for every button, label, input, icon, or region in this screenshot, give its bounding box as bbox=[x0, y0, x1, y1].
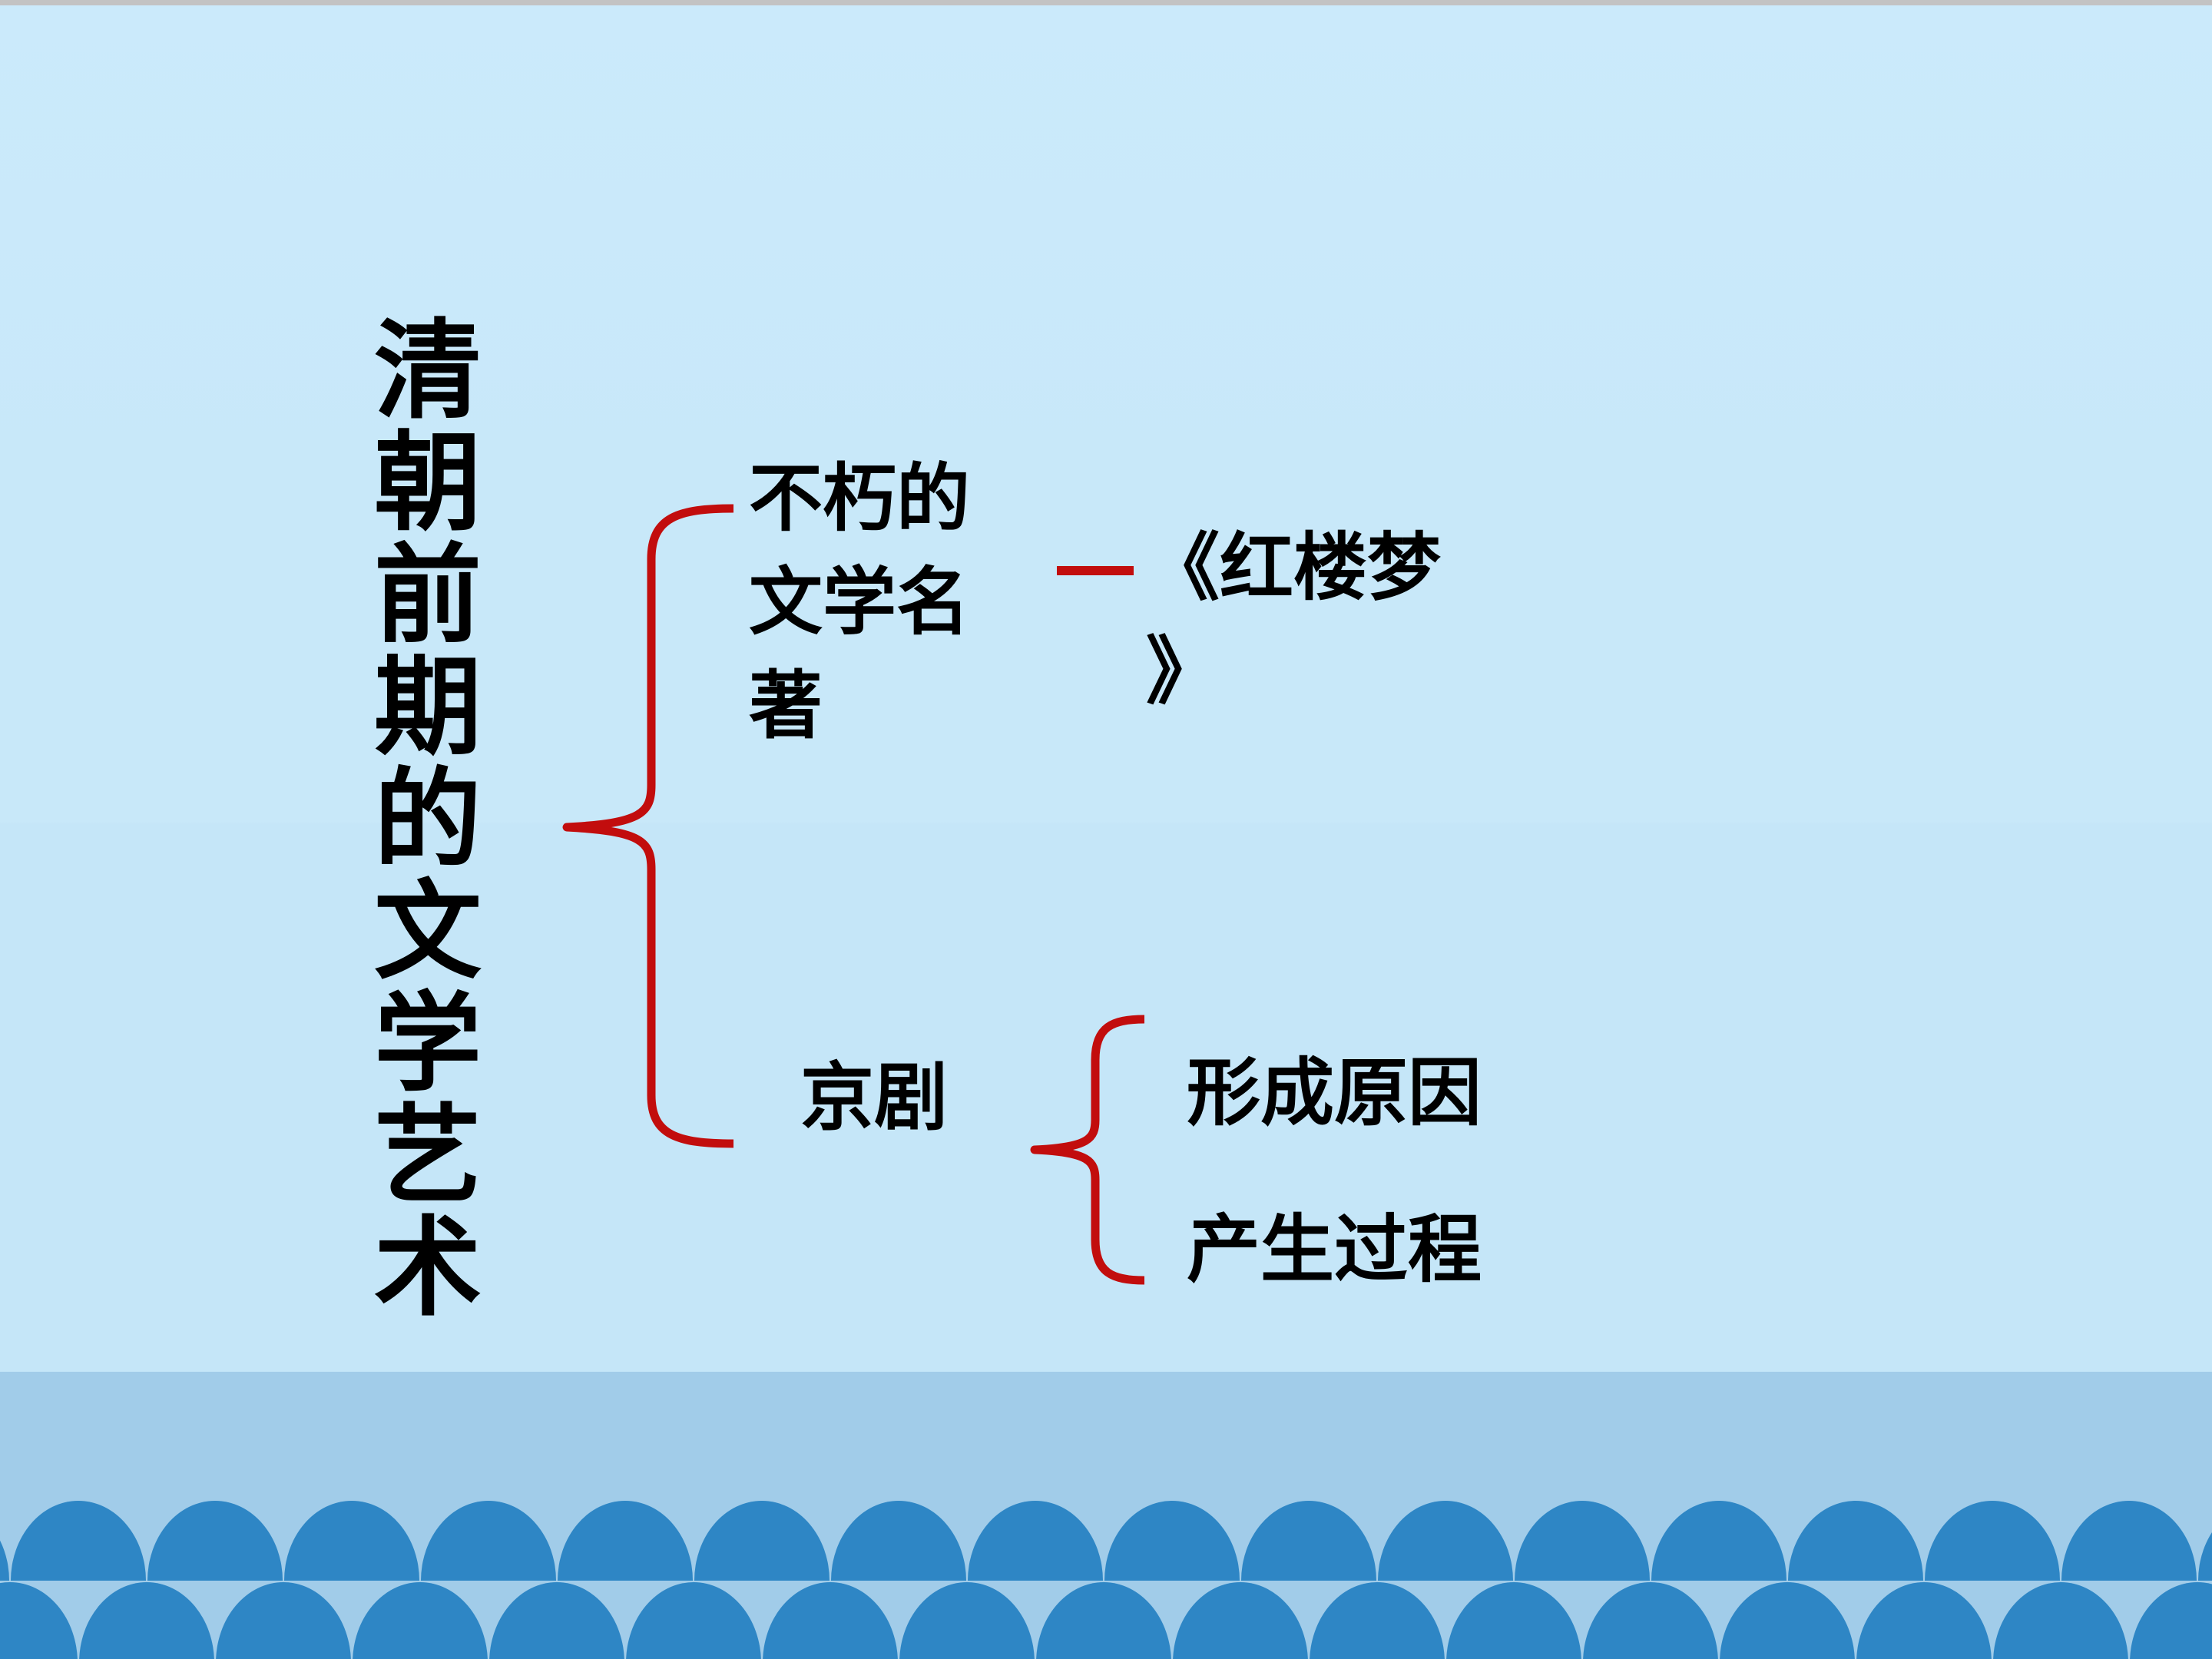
wave-dome bbox=[0, 1582, 78, 1659]
wave-dome bbox=[1036, 1582, 1171, 1659]
wave-dome bbox=[1856, 1582, 1992, 1659]
wave-dome bbox=[353, 1582, 488, 1659]
wave-dome bbox=[1173, 1582, 1308, 1659]
branch-literature-label: 不朽的 文学名 著 bbox=[749, 447, 970, 758]
wave-dome bbox=[899, 1582, 1035, 1659]
wave-dome bbox=[1446, 1582, 1581, 1659]
text-line: 著 bbox=[749, 665, 823, 747]
text-line: 》 bbox=[1146, 631, 1220, 713]
wave-dome bbox=[1720, 1582, 1855, 1659]
text-line: 《红楼梦 bbox=[1146, 527, 1441, 609]
wave-dome bbox=[216, 1582, 351, 1659]
branch-opera-label: 京剧 bbox=[800, 1057, 948, 1139]
connector-dash-shape bbox=[1057, 566, 1134, 575]
wave-dome bbox=[1583, 1582, 1718, 1659]
root-topic-title: 清朝前期的文学艺术 bbox=[359, 313, 479, 1323]
wave-dome bbox=[1310, 1582, 1445, 1659]
wave-row-front bbox=[0, 1582, 2212, 1659]
opera-brace-shape bbox=[1030, 1015, 1145, 1285]
leaf-masterpiece-label: 《红楼梦 》 bbox=[1146, 516, 1441, 724]
text-line: 文学名 bbox=[749, 561, 970, 644]
leaf-reason-label: 形成原因 bbox=[1187, 1052, 1482, 1134]
wave-dome bbox=[763, 1582, 898, 1659]
leaf-process-label: 产生过程 bbox=[1187, 1209, 1482, 1291]
main-brace-shape bbox=[562, 504, 734, 1148]
wave-dome bbox=[626, 1582, 761, 1659]
wave-dome bbox=[1993, 1582, 2128, 1659]
text-line: 不朽的 bbox=[749, 458, 970, 540]
wave-dome bbox=[79, 1582, 214, 1659]
wave-dome bbox=[489, 1582, 624, 1659]
wave-decoration bbox=[0, 1372, 2212, 1659]
window-top-edge bbox=[0, 0, 2212, 5]
wave-dome bbox=[2130, 1582, 2212, 1659]
